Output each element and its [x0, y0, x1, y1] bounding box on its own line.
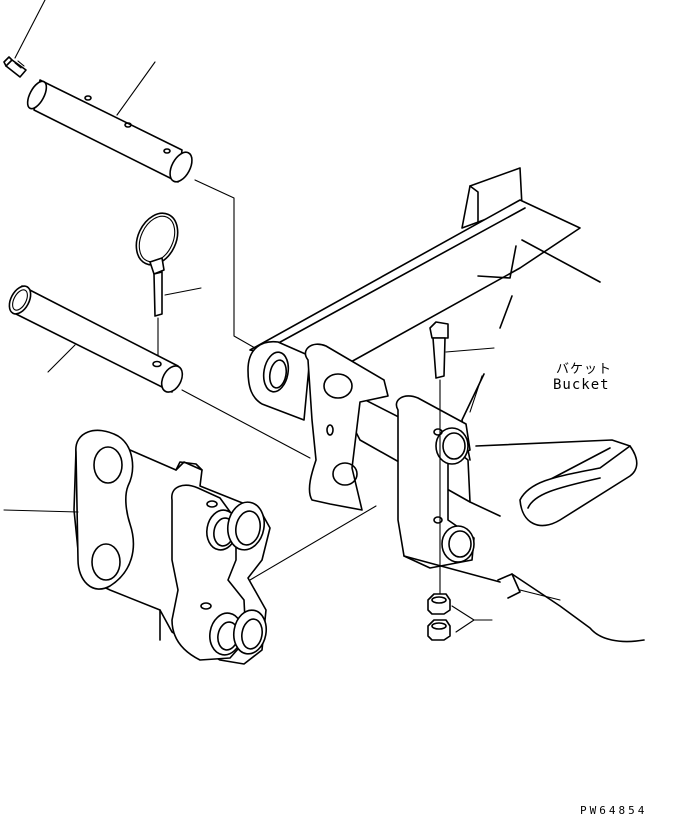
link-assembly	[73, 429, 271, 665]
leader-line-nuts	[451, 605, 493, 633]
leader-line-upper-pin	[116, 61, 156, 116]
leader-line-link	[3, 509, 79, 513]
assembly-line-link	[249, 505, 377, 581]
bucket-label-english: Bucket	[553, 377, 610, 393]
upper-pin	[26, 79, 193, 183]
leader-line-bolt	[445, 347, 495, 353]
main-pin	[8, 285, 184, 393]
nuts	[427, 593, 451, 641]
leader-line-fitting	[14, 0, 46, 59]
assembly-line-upper-pin	[194, 179, 263, 353]
grease-fitting	[3, 56, 27, 78]
bucket-body	[249, 167, 645, 643]
assembly-line-main-pin	[181, 389, 311, 459]
drawing-code: PW64854	[580, 804, 648, 817]
bucket-label-japanese: バケット	[556, 362, 613, 377]
leader-line-linch-pin	[164, 287, 202, 296]
leader-line-main-pin	[47, 344, 76, 373]
bucket-bracket	[247, 340, 501, 583]
linch-pin	[135, 212, 179, 317]
leader-line-bracket	[469, 375, 483, 413]
bolt	[429, 321, 449, 379]
